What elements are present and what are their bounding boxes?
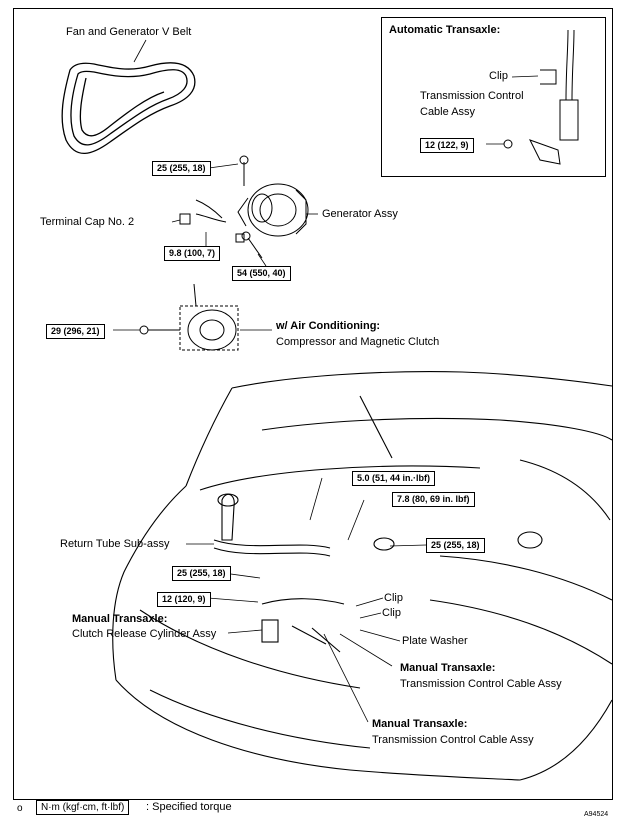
inset-cable-label-2: Cable Assy (420, 106, 476, 118)
torque-terminal-nut: 9.8 (100, 7) (164, 246, 221, 261)
torque-bolt-5: 5.0 (51, 44 in.·lbf) (352, 471, 436, 486)
inset-torque: 12 (122, 9) (420, 138, 474, 153)
manual-title-1: Manual Transaxle: (72, 613, 168, 625)
inset-clip-label: Clip (489, 70, 508, 82)
clutch-cylinder-label: Clutch Release Cylinder Assy (72, 628, 217, 640)
ac-title: w/ Air Conditioning: (276, 320, 381, 332)
generator-label: Generator Assy (322, 208, 398, 220)
figure-id: A94524 (584, 811, 609, 818)
torque-bolt-7-8: 7.8 (80, 69 in. lbf) (392, 492, 475, 507)
transmission-cable-label-1: Transmission Control Cable Assy (400, 678, 562, 690)
torque-left-12: 12 (120, 9) (157, 592, 211, 607)
fan-belt-label: Fan and Generator V Belt (66, 26, 192, 38)
return-tube-label: Return Tube Sub-assy (60, 538, 170, 550)
torque-gen-bolt-top: 25 (255, 18) (152, 161, 211, 176)
manual-title-3: Manual Transaxle: (372, 718, 468, 730)
legend-unit-box: N·m (kgf·cm, ft·lbf) (36, 800, 130, 815)
clip-label-2: Clip (382, 607, 401, 619)
torque-left-25: 25 (255, 18) (172, 566, 231, 581)
v-belt-drawing (61, 62, 196, 155)
legend-text: : Specified torque (146, 801, 232, 813)
inset-cable-drawing (503, 29, 579, 165)
terminal-cap-label: Terminal Cap No. 2 (40, 216, 135, 228)
compressor-label: Compressor and Magnetic Clutch (276, 336, 440, 348)
compressor-drawing (139, 283, 239, 351)
diagram-frame (13, 8, 613, 800)
inset-cable-label-1: Transmission Control (420, 90, 524, 102)
clip-label-1: Clip (384, 592, 403, 604)
torque-right-25: 25 (255, 18) (426, 538, 485, 553)
automatic-transaxle-inset (381, 17, 606, 177)
torque-compressor-bolt: 29 (296, 21) (46, 324, 105, 339)
torque-gen-bolt-bottom: 54 (550, 40) (232, 266, 291, 281)
corner-mark: o (17, 803, 23, 814)
manual-title-2: Manual Transaxle: (400, 662, 496, 674)
inset-title: Automatic Transaxle: (389, 24, 501, 36)
transmission-cable-label-2: Transmission Control Cable Assy (372, 734, 534, 746)
leader-lines (113, 39, 539, 723)
generator-drawing (179, 155, 309, 259)
plate-washer-label: Plate Washer (402, 635, 468, 647)
car-body-drawing (112, 371, 613, 781)
